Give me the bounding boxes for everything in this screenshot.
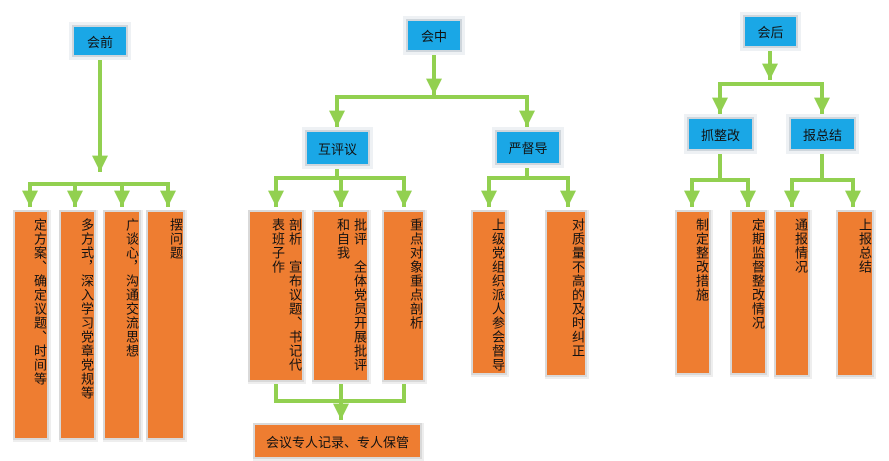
- rectify-item-1: 制定整改措施: [675, 210, 711, 375]
- mutual-item-1: 剖析 宣布议题、书记代表班子作: [248, 210, 304, 382]
- mutual-item-2: 批评 全体党员开展批评和自我: [312, 210, 369, 382]
- after-header: 会后: [743, 15, 798, 48]
- mutual-review-node: 互评议: [305, 130, 370, 166]
- before-header: 会前: [72, 25, 128, 57]
- before-item-1: 定方案、确定议题、时间等: [13, 210, 49, 440]
- before-item-3: 广谈心，沟通交流思想: [103, 210, 141, 440]
- report-node: 报总结: [789, 117, 856, 151]
- supervise-item-1: 上级党组织派人参会督导: [471, 210, 507, 375]
- during-header: 会中: [406, 19, 462, 52]
- supervise-item-2: 对质量不高的及时纠正: [545, 210, 587, 377]
- meeting-record-node: 会议专人记录、专人保管: [253, 423, 422, 459]
- mutual-item-3: 重点对象重点剖析: [382, 210, 425, 382]
- strict-supervision-node: 严督导: [495, 130, 561, 165]
- rectify-item-2: 定期监督整改情况: [730, 210, 767, 375]
- report-item-2: 上报总结: [836, 210, 874, 377]
- report-item-1: 通报情况: [774, 210, 810, 377]
- rectify-node: 抓整改: [687, 117, 754, 151]
- before-item-4: 摆问题: [146, 210, 185, 440]
- before-item-2: 多方式，深入学习党章党规等: [59, 210, 96, 440]
